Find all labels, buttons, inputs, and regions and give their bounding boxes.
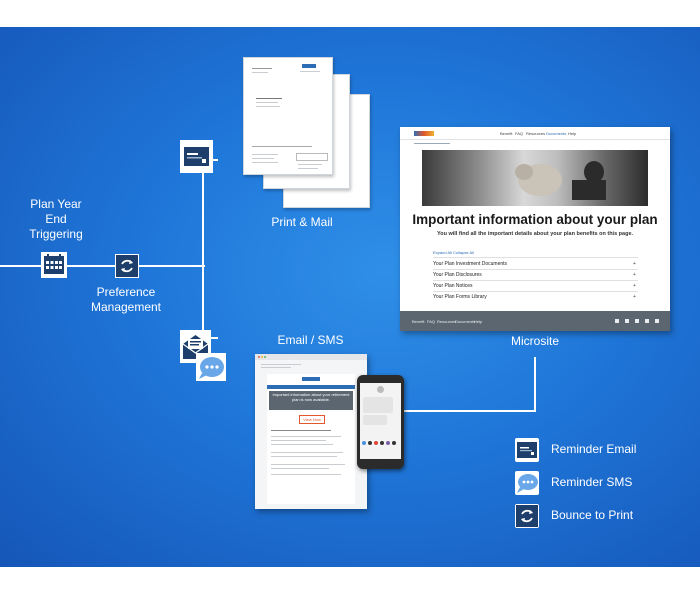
accordion-item[interactable]: Your Plan Investment Documents: [433, 261, 508, 267]
sms-bubble-icon: [196, 353, 226, 381]
footer-link[interactable]: FAQ: [427, 319, 436, 324]
footer-link[interactable]: Documents: [455, 319, 476, 324]
accordion-item[interactable]: Your Plan Forms Library: [433, 294, 487, 300]
footer-link[interactable]: Resources: [437, 319, 457, 324]
sms-phone: [357, 375, 404, 469]
connector-phone-to-microsite-h: [404, 410, 536, 412]
calendar-icon: [41, 252, 67, 278]
accordion-item[interactable]: Your Plan Notices: [433, 283, 473, 289]
expand-all-link[interactable]: Expand All: [433, 250, 452, 255]
microsite-nav-item: Help: [568, 131, 577, 136]
preference-label: Preference Management: [80, 285, 172, 315]
microsite-subhead: You will find all the important details …: [436, 231, 634, 237]
print-mail-icon: [180, 140, 213, 173]
footer-link[interactable]: Help: [474, 319, 483, 324]
reminder-email-icon: [515, 438, 539, 462]
collapse-all-link[interactable]: Collapse All: [453, 250, 474, 255]
footer-link[interactable]: Benefit: [412, 319, 425, 324]
legend-label: Bounce to Print: [551, 508, 634, 522]
trigger-label-line-3: Triggering: [29, 227, 83, 241]
preference-label-line-2: Management: [90, 300, 162, 314]
trigger-label-line-2: End: [45, 212, 67, 226]
microsite-nav-item: Resources: [526, 131, 546, 136]
accordion-item[interactable]: Your Plan Disclosures: [433, 272, 482, 278]
microsite-footer: Benefit FAQ Resources Documents Help: [400, 311, 670, 331]
email-sms-label: Email / SMS: [277, 333, 344, 347]
email-view-now-button: View Now: [299, 415, 325, 424]
connector-main-horizontal: [0, 265, 205, 267]
connector-phone-to-microsite-v: [534, 357, 536, 412]
trigger-label: Plan Year End Triggering: [20, 197, 92, 242]
connector-vertical-branch: [202, 159, 204, 339]
preference-label-line-1: Preference: [96, 285, 156, 299]
workflow-diagram: Plan Year End Triggering Preference Mana…: [0, 27, 700, 567]
microsite-nav-item: Benefit: [500, 131, 513, 136]
microsite-preview: Benefit FAQ Resources Documents Help Imp…: [400, 127, 670, 331]
microsite-nav-item-active: Documents: [546, 131, 567, 136]
legend-label: Reminder Email: [551, 442, 637, 456]
social-icons: [615, 319, 660, 323]
email-banner-text: Important information about your retirem…: [269, 391, 353, 410]
microsite-nav-item: FAQ: [515, 131, 524, 136]
preference-sync-icon: [115, 254, 139, 278]
legend-label: Reminder SMS: [551, 475, 633, 489]
print-document-front: [243, 57, 333, 175]
microsite-label: Microsite: [510, 334, 559, 348]
print-mail-label: Print & Mail: [271, 215, 333, 229]
bounce-to-print-icon: [515, 504, 539, 528]
trigger-label-line-1: Plan Year: [30, 197, 82, 211]
microsite-hero-photo: [422, 150, 648, 206]
microsite-headline: Important information about your plan: [412, 212, 658, 227]
reminder-sms-icon: [515, 471, 539, 495]
email-preview: Important information about your retirem…: [255, 354, 367, 509]
